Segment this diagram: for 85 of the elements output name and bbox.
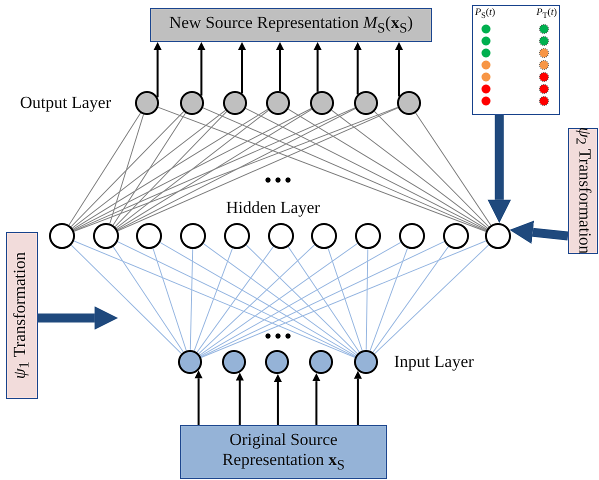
connection-line [74,240,356,358]
hidden-neuron [93,223,119,249]
arrow [314,42,322,92]
connection-line [112,246,184,352]
arrow [236,372,244,425]
connection-line [73,108,312,231]
connection-line [72,110,226,229]
connection-line [112,112,186,226]
hidden-neuron [180,223,206,249]
output-neuron [180,91,204,115]
connection-line [331,110,488,229]
box-label: Original Source Representation x$_{S}$ [221,430,346,474]
arrow [354,370,362,425]
connection-line [68,112,141,226]
connection-line [366,248,368,350]
connection-line [245,108,487,231]
input-neuron [309,350,333,374]
block-arrow [510,220,568,244]
arrow [312,373,320,425]
input-representation-box [180,425,387,479]
hidden-neuron [268,223,294,249]
connection-line [117,108,356,231]
connection-line [200,240,486,358]
connection-line [160,242,356,356]
input-neuron [178,350,202,374]
hidden-neuron [355,223,381,249]
arrow [197,42,206,96]
connection-line [196,246,274,353]
input-neuron [265,350,289,374]
connection-line [152,248,187,352]
connection-line [246,244,358,354]
connection-line [114,111,228,228]
connection-line [288,108,488,230]
hidden-neuron [443,223,469,249]
connection-line [288,246,360,353]
output-neuron [223,91,247,115]
output-representation-box [150,8,432,42]
arrow [274,374,282,425]
layer-label: Input Layer [394,352,474,372]
hidden-neuron [485,223,511,249]
hidden-neuron [399,223,425,249]
hidden-neuron [311,223,337,249]
input-neuron [354,350,378,374]
block-arrow [38,306,118,330]
box-label: New Source Representation M$_{S}$(x$_{S}$) [168,12,414,38]
connection-line [200,241,445,358]
column-label: P$_{T}$(t) [536,7,557,20]
output-neuron [266,91,290,115]
connection-line [370,248,408,352]
connection-line [415,112,492,226]
output-neuron [310,91,334,115]
connection-line [70,244,182,354]
connection-line [374,244,490,354]
distribution-panel [472,5,560,115]
layer-label: Output Layer [20,93,112,113]
arrow [276,42,284,92]
arrow [395,42,403,96]
hidden-neuron [136,223,162,249]
connection-line [328,248,363,352]
hidden-neuron [224,223,250,249]
connection-line [374,111,490,228]
output-neuron [397,91,421,115]
connection-line [116,110,269,228]
connection-line [200,242,402,357]
arrow [154,42,162,98]
connection-line [190,248,194,350]
connection-line [70,111,184,228]
output-neuron [354,91,378,115]
arrow [238,42,246,94]
connection-line [109,114,144,224]
connection-line [198,244,315,354]
column-label: P$_{S}$(t) [475,7,496,20]
input-neuron [222,350,246,374]
hidden-neuron [49,223,75,249]
output-neuron [135,91,159,115]
connection-line [372,246,449,353]
connection-line [194,248,233,352]
arrow [194,370,203,425]
block-arrow [488,115,511,224]
connection-line [117,241,356,358]
transformation-box [6,232,38,399]
arrow [354,42,362,94]
connection-line [116,108,312,230]
layer-label: Hidden Layer [226,198,320,218]
connection-line [72,108,268,230]
